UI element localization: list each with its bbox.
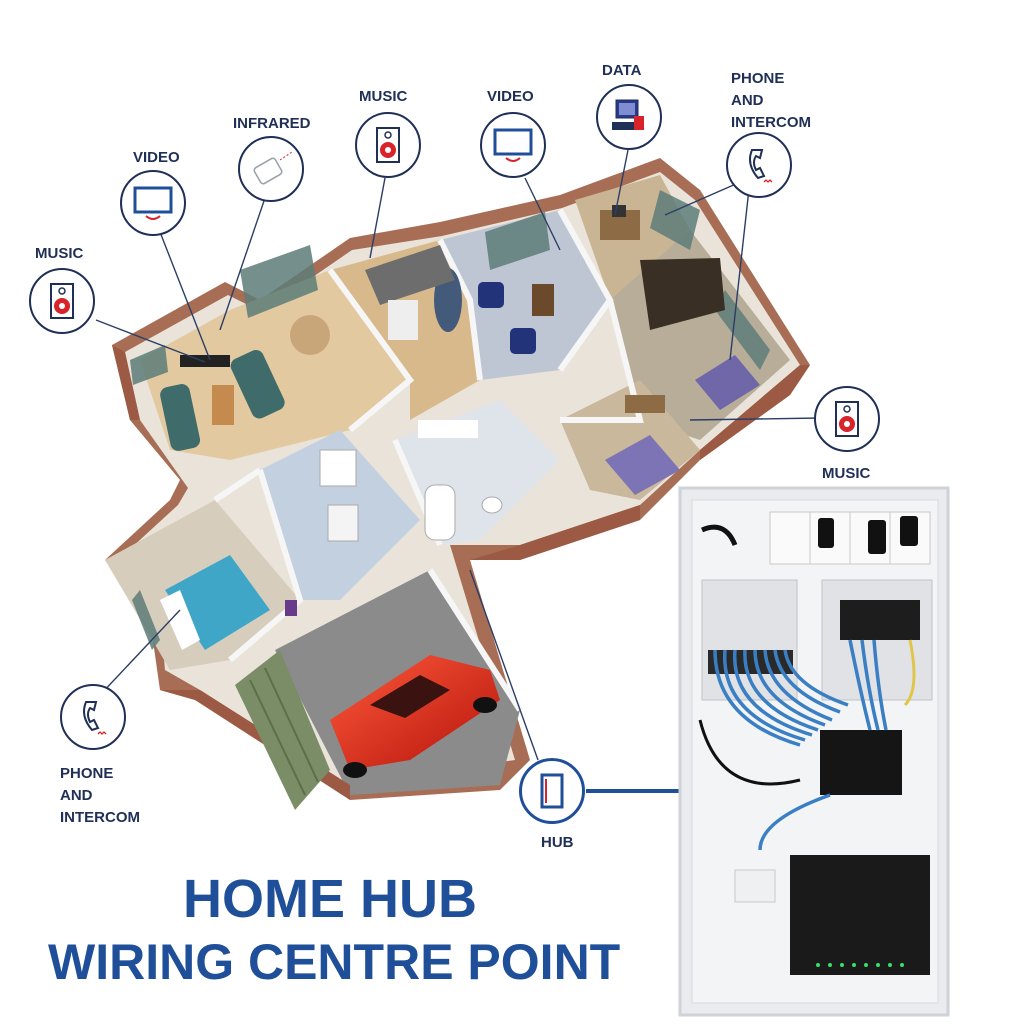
video-badge-left (120, 170, 186, 236)
house-cutaway (105, 158, 810, 810)
data-label: DATA (602, 62, 642, 79)
monitor-icon (493, 128, 533, 162)
speaker-icon (376, 127, 400, 163)
music-label-right: MUSIC (822, 465, 871, 482)
infrared-badge (238, 136, 304, 202)
handset-icon (749, 149, 773, 183)
computer-icon (612, 99, 644, 130)
hub-badge (519, 758, 585, 824)
title-line-1: HOME HUB (183, 869, 477, 929)
video-label-top: VIDEO (487, 88, 534, 105)
connector-lines (95, 149, 821, 761)
remote-icon (253, 151, 293, 185)
hub-label: HUB (541, 834, 574, 851)
monitor-icon (133, 186, 173, 220)
music-label-top: MUSIC (359, 88, 408, 105)
video-label-left: VIDEO (133, 149, 180, 166)
data-badge (596, 84, 662, 150)
handset-icon (83, 701, 107, 735)
speaker-icon (835, 401, 859, 437)
music-label-left: MUSIC (35, 245, 84, 262)
phone-badge-top (726, 132, 792, 198)
video-badge-top (480, 112, 546, 178)
phone-badge-left (60, 684, 126, 750)
hub-cabinet (678, 486, 950, 1017)
phone-intercom-label-top: PHONE AND INTERCOM (731, 70, 811, 131)
title-line-2: WIRING CENTRE POINT (48, 934, 621, 990)
music-badge-right (814, 386, 880, 452)
phone-intercom-label-left: PHONE AND INTERCOM (60, 765, 140, 826)
red-car (330, 655, 500, 778)
hub-cabinet-icon (540, 773, 564, 809)
speaker-icon (50, 283, 74, 319)
music-badge-top (355, 112, 421, 178)
infrared-label: INFRARED (233, 115, 311, 132)
music-badge-left (29, 268, 95, 334)
